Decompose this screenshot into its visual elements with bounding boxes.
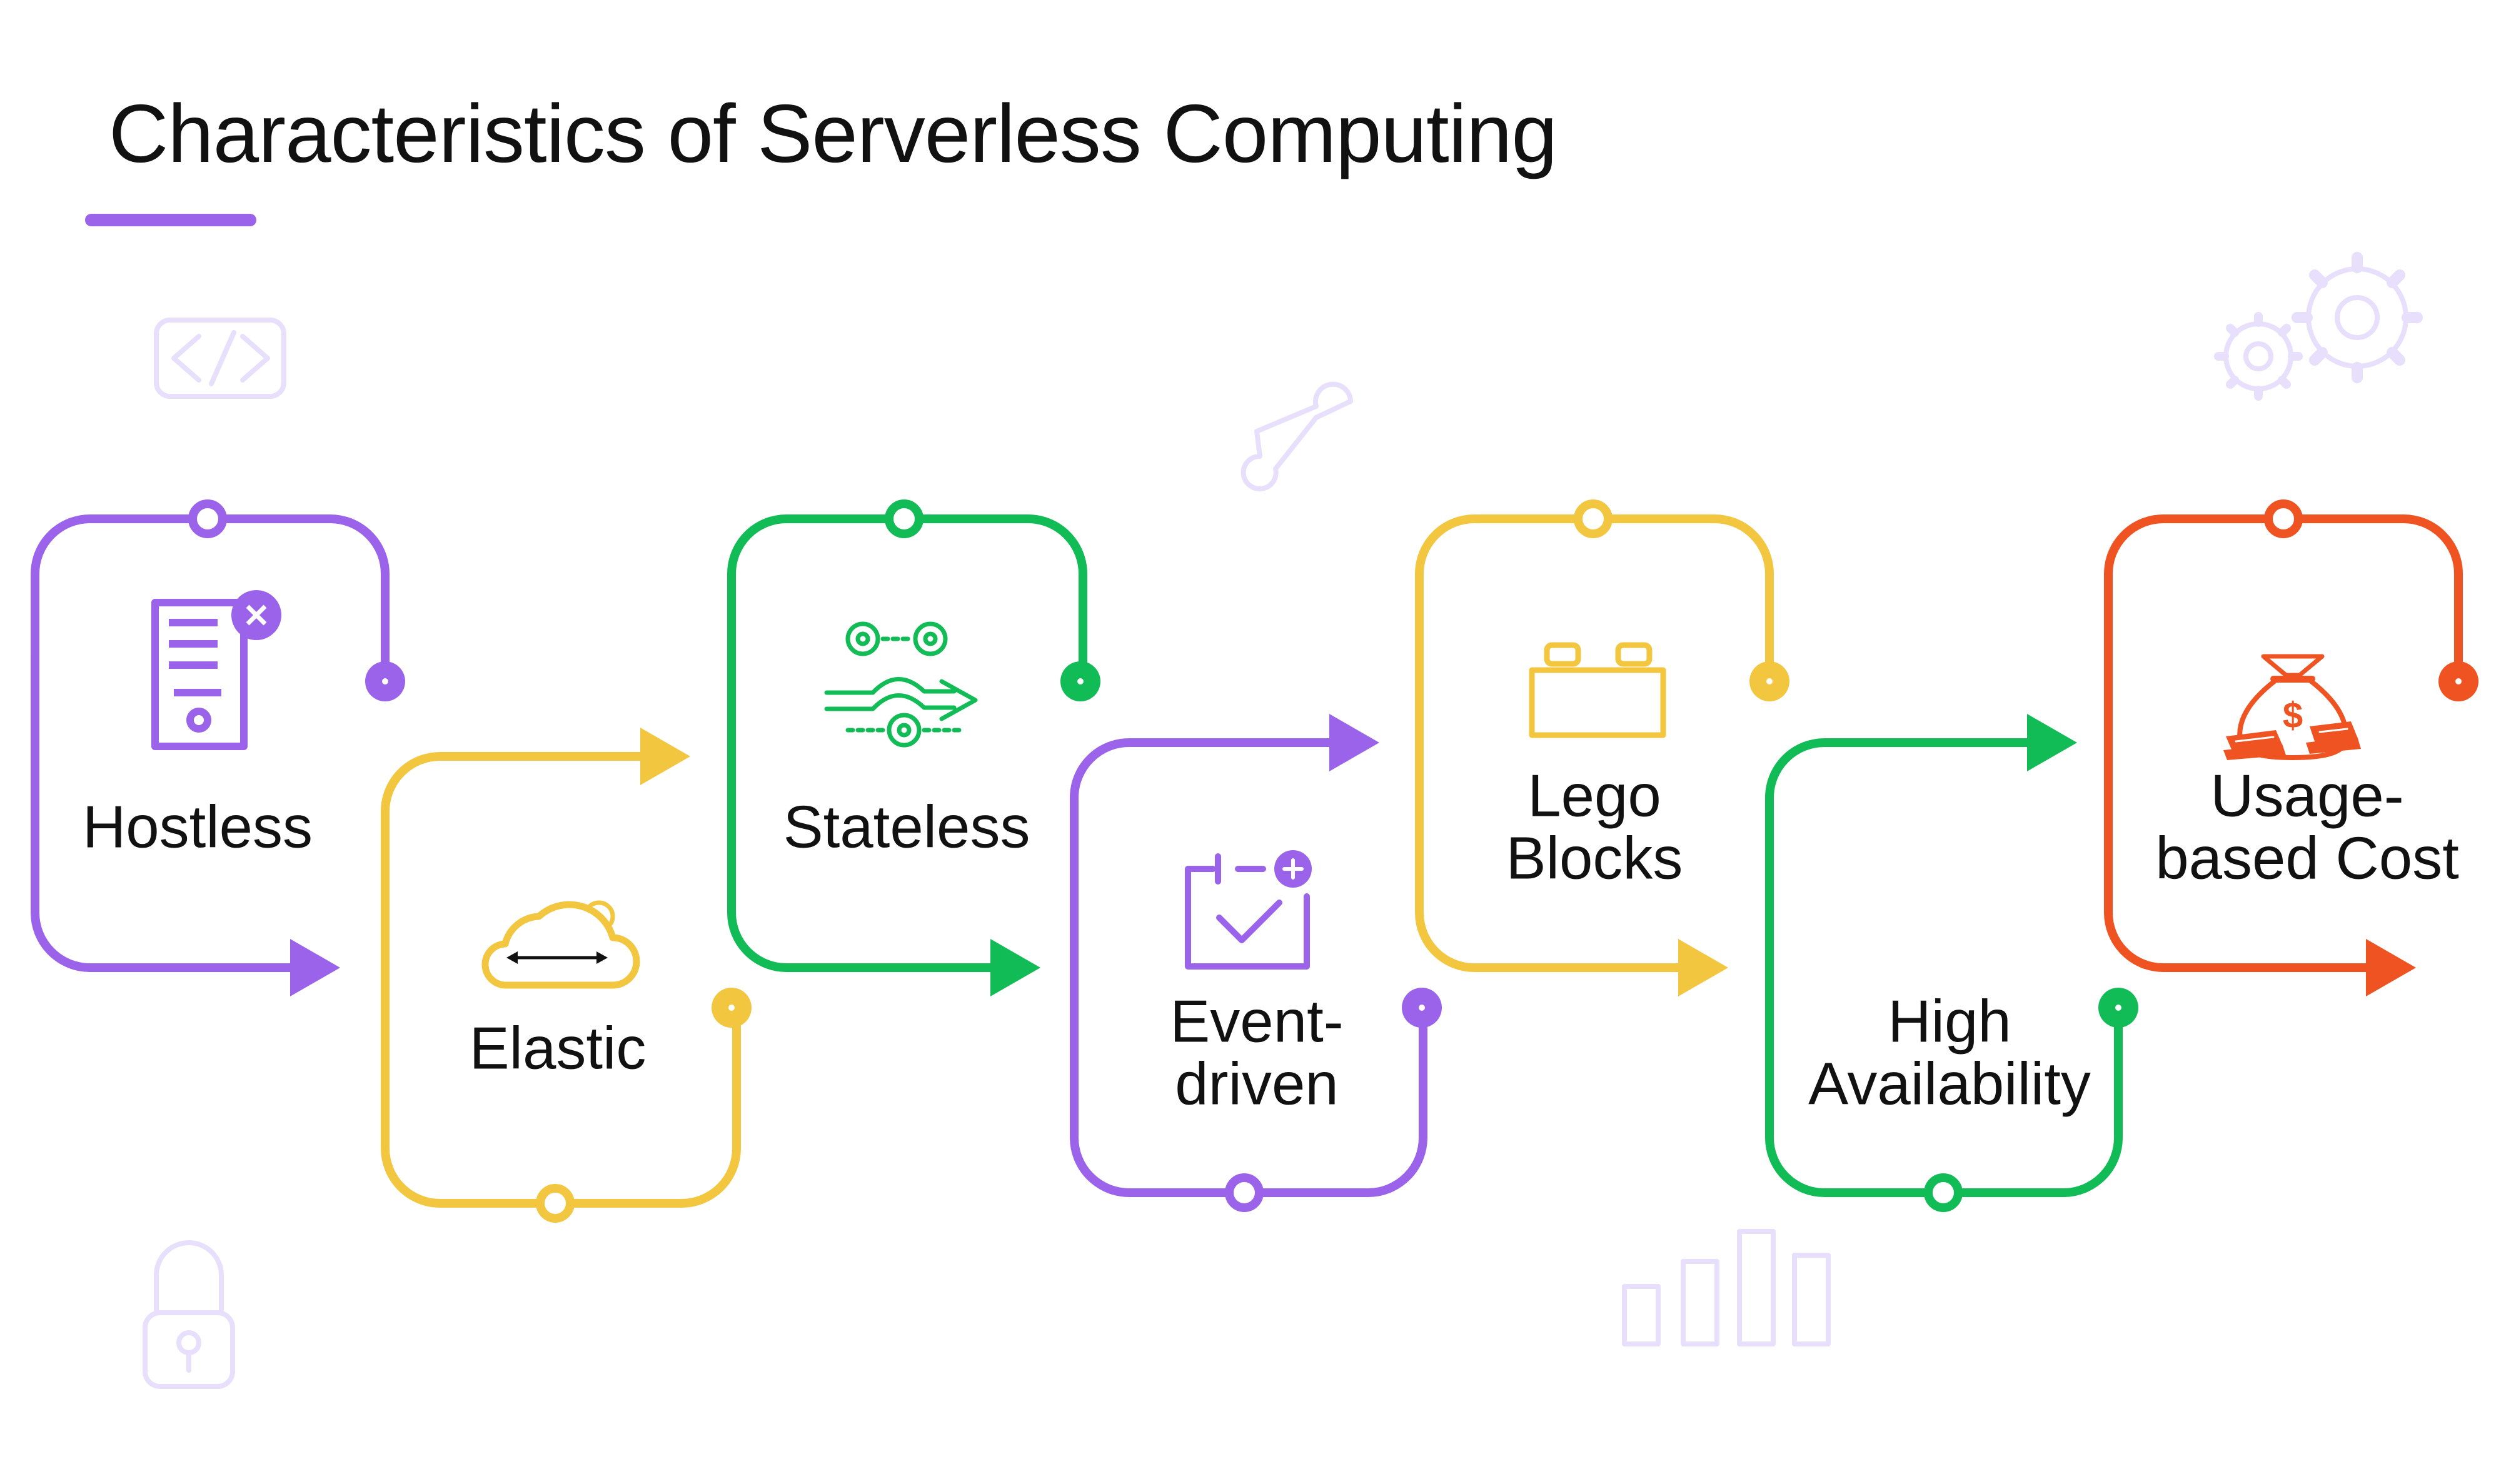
end-node-center [382,678,388,684]
calendar-check-icon [1185,850,1312,970]
end-node-center [1419,1005,1425,1011]
connector-line [2104,514,2463,972]
step-label-usage-based-cost: based Cost [2155,825,2459,892]
money-bag-icon: $ [2223,654,2361,760]
step-label-high-availability: High [1888,988,2011,1055]
connector-line [1070,738,1427,1197]
arrow-head [1329,714,1379,771]
step-label-high-availability: Availability [1808,1051,2091,1118]
connector-line [727,514,1087,972]
flow-paths [31,499,2478,1223]
connector-line [381,752,741,1208]
title-underline [85,214,256,226]
end-node-center [2115,1005,2121,1011]
ring-node [1924,1173,1963,1212]
end-node-center [1766,678,1773,684]
step-label-event-driven: driven [1175,1051,1338,1118]
ring-node [1225,1173,1264,1212]
step-label-lego-blocks: Blocks [1506,825,1683,892]
connector-line [1765,738,2123,1197]
cloud-resize-icon [481,900,640,989]
arrow-head [1678,939,1728,996]
step-hostless [31,499,405,996]
ring-node [1574,499,1613,538]
step-label-elastic: Elastic [470,1015,647,1082]
end-node-center [2455,678,2462,684]
arrow-head [990,939,1040,996]
step-usage-based-cost [2104,499,2478,996]
end-node-center [728,1005,735,1011]
arrow-head [640,728,690,785]
bar-chart-icon [1622,1229,1831,1346]
ring-node [885,499,923,538]
gears-icon [2214,252,2423,401]
step-label-event-driven: Event- [1170,988,1343,1055]
step-stateless [727,499,1100,996]
end-node-center [1077,678,1084,684]
code-icon [154,318,286,399]
padlock-icon [143,1240,235,1389]
step-label-stateless: Stateless [783,794,1030,861]
ring-node [2264,499,2303,538]
connector-line [1415,514,1774,972]
lego-brick-icon [1529,642,1666,738]
ring-node [188,499,227,538]
step-high-availability [1765,714,2138,1212]
connector-line [31,514,390,972]
step-label-hostless: Hostless [83,794,313,861]
decorations [143,252,2423,1389]
step-event-driven [1070,714,1442,1212]
ring-node [536,1184,575,1223]
gears-flow-icon [824,621,978,748]
server-x-icon [151,590,281,750]
step-label-usage-based-cost: Usage- [2210,763,2403,830]
wrench-icon [1240,381,1353,491]
page-title: Characteristics of Serverless Computing [109,88,1557,179]
svg-text:$: $ [2283,695,2303,736]
step-lego-blocks [1415,499,1789,996]
arrow-head [2366,939,2416,996]
arrow-head [290,939,340,996]
arrow-head [2027,714,2077,771]
step-elastic [381,728,752,1223]
step-label-lego-blocks: Lego [1527,763,1661,830]
